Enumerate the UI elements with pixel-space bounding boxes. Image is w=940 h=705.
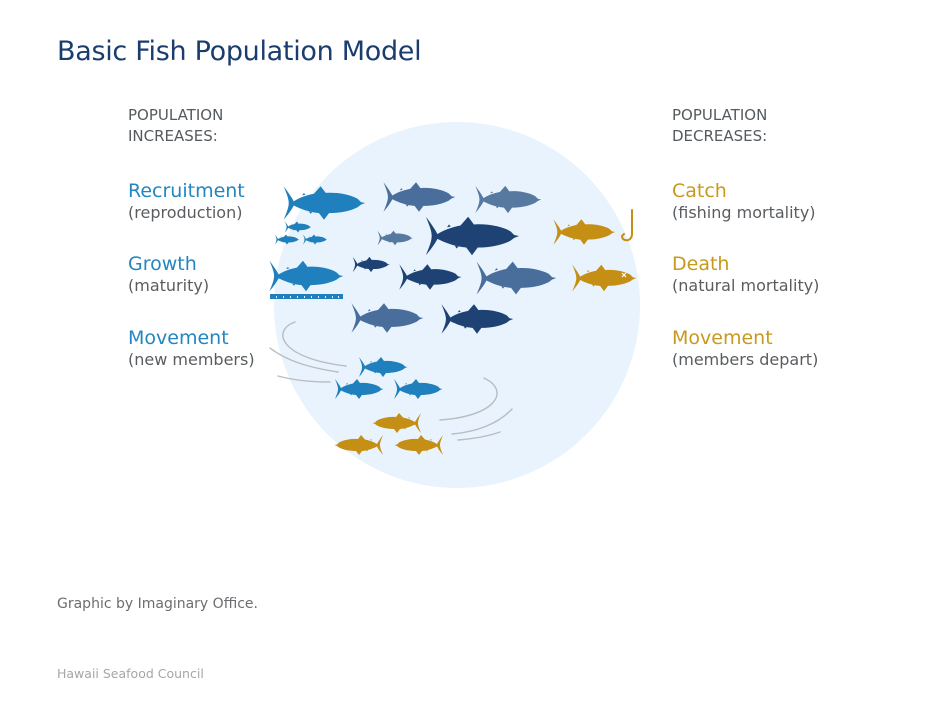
graphic-credit: Graphic by Imaginary Office. [57,596,258,612]
increases-column: POPULATION INCREASES: Recruitment (repro… [128,105,368,369]
increase-item-growth: Growth (maturity) [128,253,209,296]
increase-desc: (maturity) [128,276,210,295]
decrease-item-movement: Movement (members depart) [672,327,818,370]
decrease-desc: (members depart) [672,350,819,369]
motion-lines-icon [269,321,513,441]
increase-item-recruitment: Recruitment (reproduction) [128,180,245,223]
decrease-term: Death [672,253,730,275]
increase-term: Recruitment [128,180,245,202]
decrease-desc: (natural mortality) [672,276,820,295]
increase-desc: (reproduction) [128,203,243,222]
increase-term: Movement [128,327,229,349]
increases-heading: POPULATION INCREASES: [128,106,224,145]
increase-desc: (new members) [128,350,255,369]
population-circle [274,122,640,488]
footer-organization: Hawaii Seafood Council [57,666,204,681]
page-title: Basic Fish Population Model [57,36,422,67]
decrease-term: Catch [672,180,727,202]
fish-hook-icon [620,209,633,242]
decrease-desc: (fishing mortality) [672,203,816,222]
increase-item-movement: Movement (new members) [128,327,255,370]
decrease-item-death: Death (natural mortality) [672,253,819,296]
dead-fish-x-eye-icon [572,264,637,292]
decrease-term: Movement [672,327,773,349]
decrease-item-catch: Catch (fishing mortality) [672,180,816,223]
measuring-ruler-icon [270,294,343,299]
increase-term: Growth [128,253,197,275]
decreases-heading: POPULATION DECREASES: [672,106,768,145]
decreases-column: POPULATION DECREASES: Catch (fishing mor… [672,105,912,369]
